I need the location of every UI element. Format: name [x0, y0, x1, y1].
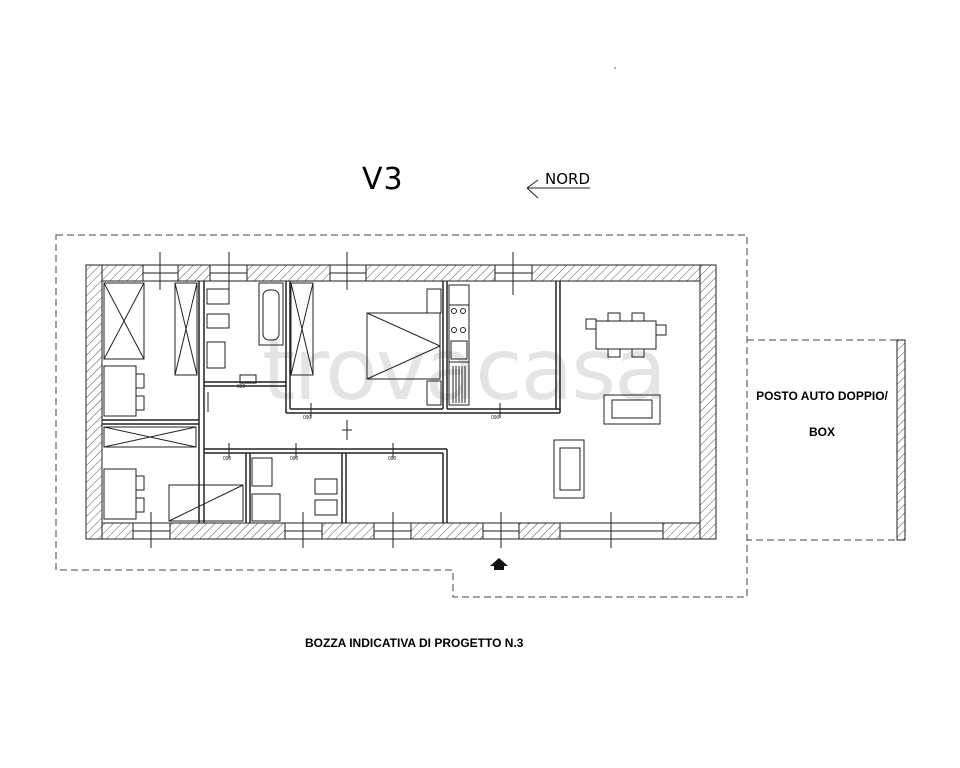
master-bedroom-furniture: [366, 288, 442, 406]
svg-text:090: 090: [388, 456, 397, 462]
watermark: trovacasa: [262, 320, 667, 420]
living-furniture: [553, 312, 667, 499]
kitchen-fixtures: [448, 284, 470, 406]
bedroom-1-furniture: [103, 282, 198, 417]
north-label: NORD: [545, 170, 590, 188]
window-ticks: [150, 252, 612, 548]
svg-text:090: 090: [290, 456, 299, 462]
bedroom-2-furniture: [103, 426, 244, 522]
bathroom-2-fixtures: [251, 457, 338, 522]
svg-text:090: 090: [223, 456, 232, 462]
box-label: BOX: [808, 425, 835, 439]
property-boundary: [55, 234, 748, 598]
door-tags: 090 090 090 090 090 090: [223, 384, 500, 462]
north-arrow: [526, 179, 590, 199]
interior-walls: [102, 281, 561, 523]
plan-title: V3: [362, 162, 404, 197]
parking-box: [747, 339, 898, 541]
closet-furniture: [290, 282, 314, 376]
bathroom-1-fixtures: [206, 282, 284, 384]
svg-text:090: 090: [303, 415, 312, 421]
svg-text:090: 090: [491, 415, 500, 421]
plan-caption: BOZZA INDICATIVA DI PROGETTO N.3: [305, 636, 524, 650]
svg-text:090: 090: [237, 384, 246, 390]
entrance-arrow: [490, 558, 508, 570]
parking-label: POSTO AUTO DOPPIO/: [756, 389, 888, 403]
door-marks: [207, 392, 501, 458]
parking-wall: [896, 339, 906, 541]
